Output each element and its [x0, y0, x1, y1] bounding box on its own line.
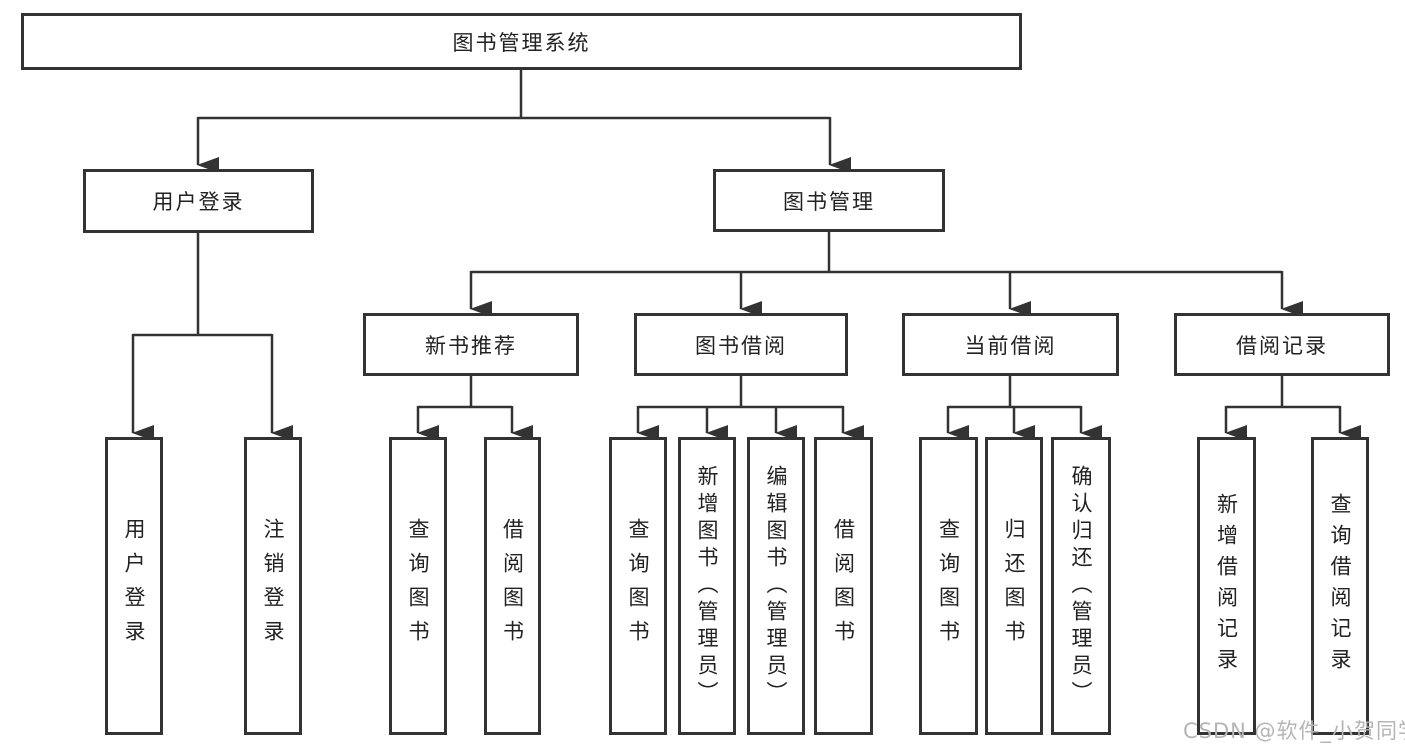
node-label: 编辑图书（管理员） [764, 464, 788, 708]
node-label: 图书管理系统 [452, 30, 591, 55]
leaf-user-login: 用户登录 [105, 437, 163, 735]
node-label: 归还图书 [1002, 518, 1026, 654]
leaf-current-query-books: 查询图书 [919, 437, 978, 735]
csdn-watermark: CSDN @软件_小贺同学 [1183, 719, 1405, 743]
leaf-logout: 注销登录 [244, 437, 302, 735]
leaf-borrowing-edit-books-admin: 编辑图书（管理员） [747, 437, 805, 735]
node-label: 当前借阅 [964, 333, 1057, 358]
node-label: 确认归还（管理员） [1069, 464, 1093, 708]
node-label: 新增借阅记录 [1214, 493, 1239, 679]
leaf-borrowing-query-books: 查询图书 [609, 437, 667, 735]
node-library-management-system: 图书管理系统 [21, 13, 1022, 70]
node-label: 查询借阅记录 [1328, 493, 1352, 679]
node-user-login: 用户登录 [83, 169, 314, 233]
leaf-recommend-borrow-books: 借阅图书 [484, 437, 541, 735]
leaf-recommend-query-books: 查询图书 [389, 437, 447, 735]
node-new-book-recommendation: 新书推荐 [363, 313, 579, 376]
node-book-management: 图书管理 [713, 169, 945, 232]
node-label: 查询图书 [936, 518, 961, 654]
node-label: 借阅图书 [500, 518, 525, 654]
node-current-borrowing: 当前借阅 [902, 313, 1119, 376]
node-label: 用户登录 [152, 190, 245, 214]
node-label: 图书管理 [783, 189, 875, 214]
leaf-records-add-record: 新增借阅记录 [1197, 437, 1256, 735]
leaf-borrowing-borrow-books: 借阅图书 [814, 437, 873, 735]
node-label: 借阅图书 [831, 518, 856, 654]
node-borrowing-records: 借阅记录 [1174, 313, 1390, 376]
node-label: 图书借阅 [695, 333, 787, 358]
leaf-current-return-books: 归还图书 [985, 437, 1043, 735]
node-book-borrowing: 图书借阅 [634, 313, 848, 376]
node-label: 注销登录 [261, 518, 285, 654]
node-label: 新书推荐 [425, 333, 517, 358]
node-label: 借阅记录 [1236, 333, 1328, 358]
leaf-current-confirm-return-admin: 确认归还（管理员） [1051, 437, 1111, 735]
node-label: 新增图书（管理员） [695, 464, 719, 708]
leaf-records-query-record: 查询借阅记录 [1311, 437, 1369, 735]
node-label: 查询图书 [626, 518, 650, 654]
leaf-borrowing-add-books-admin: 新增图书（管理员） [678, 437, 736, 735]
node-label: 用户登录 [122, 518, 146, 654]
node-label: 查询图书 [406, 518, 430, 654]
